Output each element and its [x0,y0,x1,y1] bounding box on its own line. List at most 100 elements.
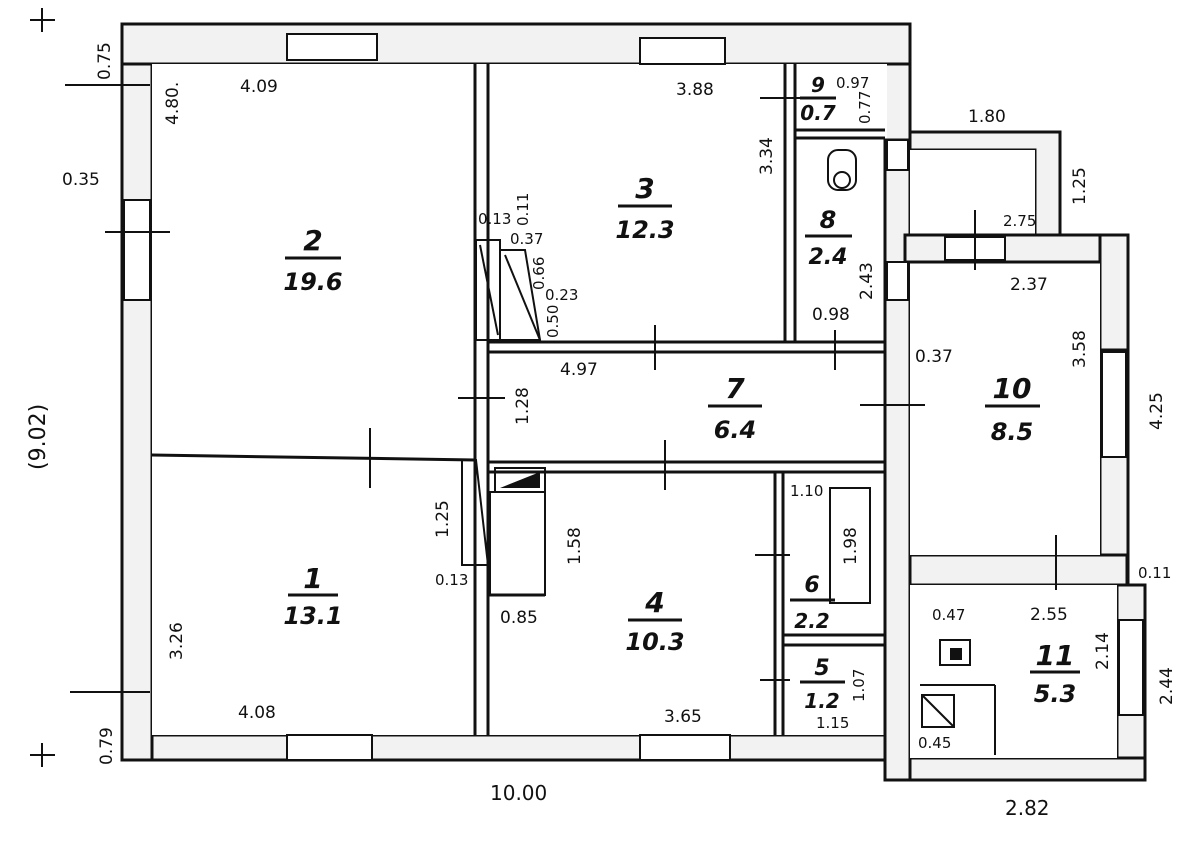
dim-label: 0.97 [836,74,869,92]
dim-label: 4.25 [1147,392,1167,430]
svg-text:19.6: 19.6 [283,268,342,296]
svg-text:2.4: 2.4 [809,245,848,270]
dim-label: 1.15 [816,714,849,732]
dim-label: 1.98 [841,527,861,565]
room-label-3: 3 12.3 [615,172,674,244]
extension-wall-bottom [903,756,1147,782]
stove-block [489,491,546,596]
dim-label: 2.14 [1093,632,1113,670]
dim-label: 0.79 [97,727,117,765]
dim-label: 4.08 [238,703,276,723]
dim-label: 3.58 [1070,330,1090,368]
svg-text:12.3: 12.3 [615,216,674,244]
dim-label: 2.82 [1005,796,1050,820]
outer-wall-top [120,22,912,66]
dim-label: 1.07 [850,669,868,702]
svg-text:5.3: 5.3 [1034,680,1077,708]
sink-fixture [921,694,955,728]
room-label-8: 8 2.4 [805,206,852,270]
room-label-4: 4 10.3 [625,586,684,656]
dim-label: 0.98 [812,305,850,325]
room-label-5: 5 1.2 [800,656,845,713]
svg-text:10: 10 [993,372,1032,405]
window [639,37,726,65]
dim-label: 0.85 [500,608,538,628]
dim-label: 3.34 [757,137,777,175]
dim-label: (9.02) [26,404,51,470]
dim-label: 1.58 [565,527,585,565]
window [886,261,909,301]
svg-text:11: 11 [1036,639,1075,672]
window [286,734,373,761]
room-label-1: 1 13.1 [283,562,342,630]
svg-text:7: 7 [725,372,745,405]
dim-label: 3.65 [664,707,702,727]
window [1101,351,1127,458]
svg-text:9: 9 [811,73,825,97]
dim-label: 1.25 [1070,167,1090,205]
room-label-2: 2 19.6 [283,224,342,296]
dim-label: 2.75 [1003,212,1036,230]
dim-label: 4.80. [163,82,183,125]
toilet-fixture [827,149,857,191]
svg-text:1: 1 [303,562,322,595]
svg-text:4: 4 [644,586,664,619]
dim-label: 0.45 [918,734,951,752]
room-label-7: 7 6.4 [708,372,762,444]
dim-label: 1.28 [513,387,533,425]
svg-text:5: 5 [814,656,829,681]
svg-text:13.1: 13.1 [283,602,342,630]
svg-text:8.5: 8.5 [991,418,1034,446]
dim-label: 2.55 [1030,605,1068,625]
svg-text:6: 6 [804,573,819,598]
dim-label: 1.80 [968,107,1006,127]
room-label-11: 11 5.3 [1030,639,1080,708]
dim-label: 3.26 [167,622,187,660]
dim-label: 0.13 [435,571,468,589]
outer-wall-bottom [120,733,912,762]
svg-text:10.3: 10.3 [625,628,684,656]
dim-label: 0.47 [932,606,965,624]
window [286,33,378,61]
dim-label: 10.00 [490,781,547,805]
room-label-9: 9 0.7 [800,73,836,125]
room-label-6: 6 2.2 [790,573,835,633]
svg-text:6.4: 6.4 [714,416,757,444]
svg-text:2.2: 2.2 [794,609,829,633]
room-label-10: 10 8.5 [985,372,1040,446]
bathtub-fixture [829,487,871,604]
dim-label: 0.77 [856,91,874,124]
dim-label: 0.11 [514,193,532,226]
dim-label: 0.37 [915,347,953,367]
window [123,199,151,301]
dim-label: 0.37 [510,230,543,248]
svg-text:1.2: 1.2 [804,689,839,713]
svg-text:8: 8 [820,206,837,234]
stair [461,459,490,566]
dim-label: 0.35 [62,170,100,190]
dim-label: 1.25 [433,500,453,538]
outer-wall-left [120,38,154,762]
dim-label: 4.97 [560,360,598,380]
dim-label: 2.44 [1157,667,1177,705]
dim-label: 0.66 [530,257,548,290]
dim-label: 3.88 [676,80,714,100]
dim-label: 2.37 [1010,275,1048,295]
dim-label: 0.75 [95,42,115,80]
stove-fixture [939,639,971,666]
dim-label: 4.09 [240,77,278,97]
svg-text:3: 3 [635,172,654,205]
window [639,734,731,761]
dim-label: 0.13 [478,210,511,228]
dim-label: 0.23 [545,286,578,304]
window [1118,619,1144,716]
partition [151,453,476,462]
svg-text:2: 2 [303,224,322,257]
svg-text:0.7: 0.7 [800,101,836,125]
dim-label: 0.11 [1138,564,1171,582]
dim-label: 1.10 [790,482,823,500]
window [886,139,909,171]
dim-label: 2.43 [857,262,877,300]
dim-label: 0.50 [544,305,562,338]
